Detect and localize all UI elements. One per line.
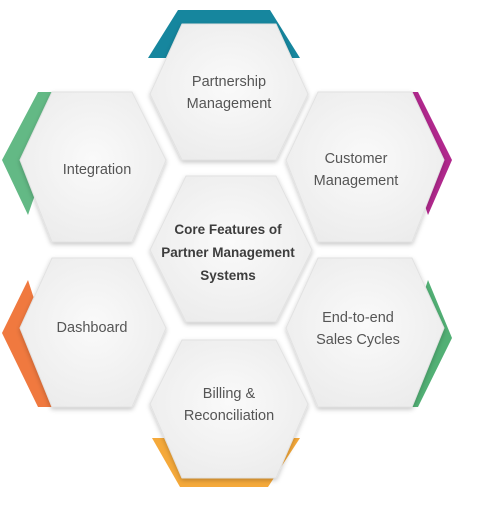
hexagon-center <box>149 175 313 323</box>
hexagon-integration <box>19 91 167 243</box>
hexagon-partnership <box>149 23 309 161</box>
label-line: Billing & <box>202 386 256 402</box>
hexagon-billing <box>149 339 309 479</box>
label-line: Management <box>313 173 399 189</box>
label-line: Sales Cycles <box>316 332 400 348</box>
label-customer: Customer Management <box>276 148 436 192</box>
label-line: Customer <box>324 151 388 167</box>
label-end-to-end: End-to-end Sales Cycles <box>278 307 438 351</box>
center-line: Core Features of <box>174 222 282 237</box>
hexagon-dashboard <box>19 257 167 408</box>
label-billing: Billing & Reconciliation <box>149 383 309 427</box>
label-line: Partnership <box>191 74 267 90</box>
center-line: Systems <box>200 268 256 283</box>
label-integration: Integration <box>17 159 177 181</box>
label-dashboard: Dashboard <box>12 317 172 339</box>
label-line: Dashboard <box>56 320 128 336</box>
label-line: Reconciliation <box>183 408 275 424</box>
label-line: End-to-end <box>322 310 394 326</box>
hexagon-customer <box>285 91 445 243</box>
label-center: Core Features of Partner Management Syst… <box>148 218 308 287</box>
hexagon-end-to-end <box>285 257 445 408</box>
center-line: Partner Management <box>161 245 295 260</box>
label-line: Management <box>186 96 272 112</box>
label-partnership: Partnership Management <box>149 71 309 115</box>
label-line: Integration <box>62 162 132 178</box>
